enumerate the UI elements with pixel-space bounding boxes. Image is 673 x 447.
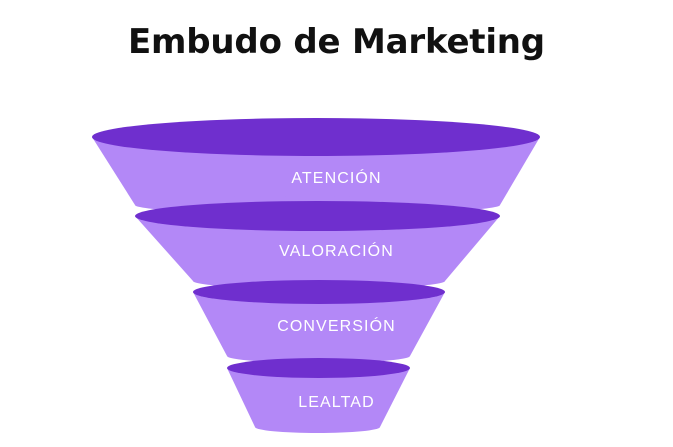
- funnel-segment-4-body: [227, 368, 410, 427]
- funnel-label-valoracion: VALORACIÓN: [279, 243, 394, 260]
- funnel-segment-2-top-disc: [135, 201, 500, 231]
- funnel-segment-3-body: [193, 292, 445, 356]
- funnel-segment-3-top-disc: [193, 280, 445, 304]
- funnel-segment-valoracion[interactable]: [135, 201, 500, 289]
- funnel-segment-1-body: [92, 137, 540, 205]
- funnel-label-atencion: ATENCIÓN: [291, 170, 382, 187]
- funnel-segment-4-top-disc: [227, 358, 410, 378]
- funnel-segment-1-top-disc: [92, 118, 540, 156]
- funnel-segment-lealtad[interactable]: [227, 358, 410, 433]
- funnel-label-lealtad: LEALTAD: [298, 394, 375, 411]
- funnel-segment-2-body: [135, 216, 500, 281]
- funnel-segment-conversion[interactable]: [193, 280, 445, 363]
- page-title: Embudo de Marketing: [128, 22, 545, 62]
- funnel-label-conversion: CONVERSIÓN: [277, 318, 396, 335]
- funnel-segment-4-bottom-cap: [255, 421, 380, 433]
- funnel-segment-atencion[interactable]: [92, 118, 540, 214]
